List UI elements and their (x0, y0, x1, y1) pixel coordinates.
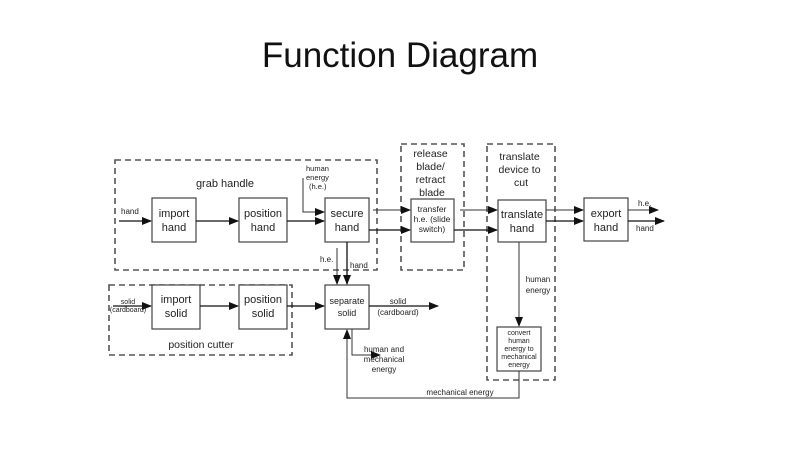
flow-hand-out: hand (628, 217, 665, 233)
svg-text:h.e.: h.e. (638, 199, 651, 208)
page-title: Function Diagram (261, 36, 539, 75)
group-label-grab-handle: grab handle (196, 178, 254, 190)
label-line: translate (499, 151, 539, 163)
flow-solid-in: solid(cardboard) (110, 299, 152, 314)
svg-text:solid(cardboard): solid(cardboard) (110, 299, 146, 314)
svg-text:h.e.: h.e. (320, 255, 333, 264)
flow-mechanical-energy: mechanical energy (343, 329, 520, 399)
label-line: retract (416, 174, 446, 186)
label-line: release (413, 148, 448, 160)
svg-text:hand: hand (350, 261, 368, 270)
group-label-translate-device: translate device to cut (499, 151, 544, 189)
flow-hand-down: hand (343, 242, 368, 285)
svg-text:hand: hand (121, 207, 139, 216)
svg-text:mechanical energy: mechanical energy (426, 388, 493, 397)
flow-he-down: h.e. (320, 248, 341, 285)
svg-text:solid(cardboard): solid(cardboard) (377, 297, 419, 317)
label-line: blade (419, 187, 445, 199)
group-label-release-blade: release blade/ retract blade (413, 148, 450, 199)
flow-he-out: h.e. (628, 199, 659, 214)
flow-solid-out: solid(cardboard) (369, 297, 439, 317)
label-line: blade/ (416, 161, 445, 173)
group-translate-device (486, 143, 556, 381)
label-line: cut (514, 177, 528, 189)
flow-hand-in: hand (119, 207, 152, 225)
svg-text:hand: hand (636, 224, 654, 233)
group-label-position-cutter: position cutter (168, 339, 234, 351)
label-line: device to (499, 164, 541, 176)
group-grab-handle (114, 159, 378, 271)
